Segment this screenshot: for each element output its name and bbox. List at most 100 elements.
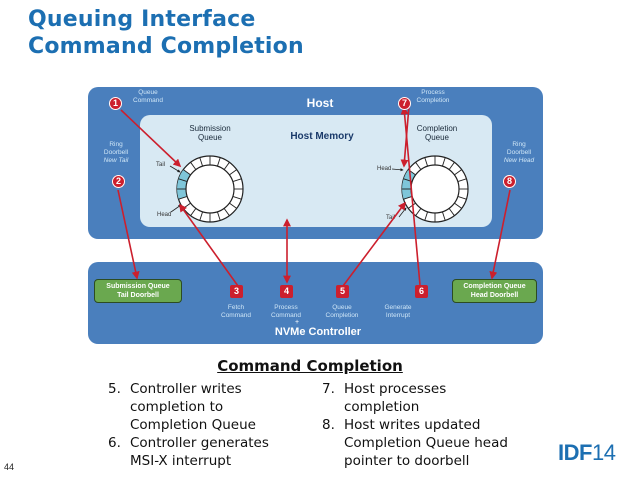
ring-slot-divider bbox=[232, 195, 242, 200]
note-process-command-l2: Command bbox=[271, 312, 301, 319]
ring-slot-divider bbox=[457, 195, 467, 200]
step-badge-5: 5 bbox=[336, 285, 349, 298]
steps-list-left: 5. Controller writes completion to Compl… bbox=[108, 380, 308, 470]
logo-text-b: 14 bbox=[591, 440, 616, 465]
arrow-queue-command bbox=[120, 109, 182, 168]
title-line-1: Queuing Interface bbox=[28, 7, 256, 32]
logo-text-a: IDF bbox=[558, 440, 592, 465]
note-queue-command: Queue Command bbox=[126, 89, 170, 105]
page-number: 44 bbox=[4, 462, 15, 472]
sq-doorbell-line2: Tail Doorbell bbox=[117, 292, 159, 299]
step7-line2: completion bbox=[344, 399, 420, 415]
step-badge-1: 1 bbox=[109, 97, 122, 110]
cq-head-label: Head bbox=[377, 166, 392, 172]
ring-slot-divider bbox=[441, 211, 446, 221]
note-generate-l1: Generate bbox=[384, 304, 412, 311]
note-process-completion-l1: Process bbox=[421, 89, 445, 96]
ring-slot-divider bbox=[190, 162, 197, 170]
step8-num: 8. bbox=[322, 417, 335, 433]
note-fetch-l2: Command bbox=[221, 312, 251, 319]
step7-num: 7. bbox=[322, 381, 335, 397]
ring-slot-divider bbox=[199, 211, 204, 221]
arrow-ring-doorbell-tail bbox=[117, 189, 140, 280]
note-process-completion: Process Completion bbox=[409, 89, 457, 105]
ring-slot-divider bbox=[229, 202, 237, 209]
ring-slot-divider bbox=[178, 178, 188, 183]
cq-head-pointer bbox=[391, 168, 404, 172]
ring-filled-slot bbox=[178, 169, 191, 182]
ring-slot-divider bbox=[229, 169, 237, 176]
section-heading: Command Completion bbox=[217, 357, 403, 375]
ring-filled-slot bbox=[402, 178, 413, 189]
ring-slot-divider bbox=[441, 157, 446, 167]
step-badge-2: 2 bbox=[112, 175, 125, 188]
host-label: Host bbox=[306, 96, 334, 110]
note-queue-completion-l1: Queue bbox=[332, 304, 352, 311]
sq-label-line1: Submission bbox=[189, 124, 231, 133]
note-ring-left-l3: New Tail bbox=[103, 157, 129, 164]
step7-line1: Host processes bbox=[344, 381, 447, 397]
note-process-completion-l2: Completion bbox=[416, 97, 450, 104]
controller-panel bbox=[88, 262, 543, 344]
step-badge-7: 7 bbox=[398, 97, 411, 110]
submission-queue-label: Submission Queue bbox=[180, 124, 240, 142]
note-generate-interrupt: Generate Interrupt bbox=[376, 304, 420, 320]
steps-list-right: 7. Host processes completion 8. Host wri… bbox=[322, 380, 537, 470]
step6-line2: MSI-X interrupt bbox=[130, 453, 232, 469]
note-ring-left-l2: Doorbell bbox=[103, 149, 129, 156]
ring-filled-slot bbox=[177, 178, 188, 189]
step-badge-6: 6 bbox=[415, 285, 428, 298]
arrow-queue-completion bbox=[342, 201, 406, 287]
ring-slot-divider bbox=[223, 208, 230, 216]
arrow-process-completion bbox=[400, 105, 410, 168]
note-queue-command-l1: Queue bbox=[138, 89, 158, 96]
note-ring-doorbell-right: Ring Doorbell New Head bbox=[497, 141, 541, 165]
ring-slot-divider bbox=[216, 157, 221, 167]
completion-queue-ring bbox=[401, 155, 469, 223]
note-process-command: Process Command bbox=[264, 304, 308, 320]
cq-label-line1: Completion bbox=[416, 124, 458, 133]
title-line-2: Command Completion bbox=[28, 34, 304, 59]
ring-slot-divider bbox=[403, 195, 413, 200]
ring-slot-divider bbox=[216, 211, 221, 221]
step-badge-8: 8 bbox=[503, 175, 516, 188]
note-ring-right-l2: Doorbell bbox=[506, 149, 532, 156]
cq-doorbell-line2: Head Doorbell bbox=[470, 292, 519, 299]
ring-slot-divider bbox=[223, 162, 230, 170]
step6-num: 6. bbox=[108, 435, 121, 451]
ring-slot-divider bbox=[454, 202, 462, 209]
ring-slot-divider bbox=[415, 208, 422, 216]
step8-line2: Completion Queue head bbox=[344, 435, 508, 451]
ring-slot-divider bbox=[448, 162, 455, 170]
sq-head-pointer bbox=[170, 204, 182, 213]
note-generate-l2: Interrupt bbox=[385, 312, 411, 319]
cq-tail-label: Tail bbox=[386, 215, 396, 221]
step5-line3: Completion Queue bbox=[130, 417, 256, 433]
idf-logo: IDF14 bbox=[558, 440, 616, 466]
completion-queue-label: Completion Queue bbox=[407, 124, 467, 142]
ring-filled-slot bbox=[402, 189, 413, 200]
step6-line1: Controller generates bbox=[130, 435, 269, 451]
ring-filled-slot bbox=[177, 189, 188, 200]
submission-queue-ring bbox=[176, 155, 244, 223]
step8-line3: pointer to doorbell bbox=[344, 453, 470, 469]
slide-title: Queuing Interface Command Completion bbox=[28, 6, 304, 60]
ring-slot-divider bbox=[408, 202, 416, 209]
step5-num: 5. bbox=[108, 381, 121, 397]
sq-tail-doorbell: Submission Queue Tail Doorbell bbox=[94, 279, 182, 303]
ring-slot-divider bbox=[448, 208, 455, 216]
ring-slot-divider bbox=[190, 208, 197, 216]
sq-tail-label: Tail bbox=[156, 162, 166, 168]
cq-doorbell-line1: Completion Queue bbox=[463, 283, 526, 290]
ring-inner bbox=[410, 164, 460, 214]
ring-slot-divider bbox=[232, 178, 242, 183]
step-badge-4: 4 bbox=[280, 285, 293, 298]
cq-label-line2: Queue bbox=[424, 133, 450, 142]
sq-label-line2: Queue bbox=[197, 133, 223, 142]
arrow-ring-doorbell-head bbox=[489, 189, 511, 280]
note-fetch-command: Fetch Command bbox=[216, 304, 256, 320]
note-fetch-l1: Fetch bbox=[227, 304, 245, 311]
note-queue-completion: Queue Completion bbox=[319, 304, 365, 320]
sq-head-label: Head bbox=[157, 212, 172, 218]
